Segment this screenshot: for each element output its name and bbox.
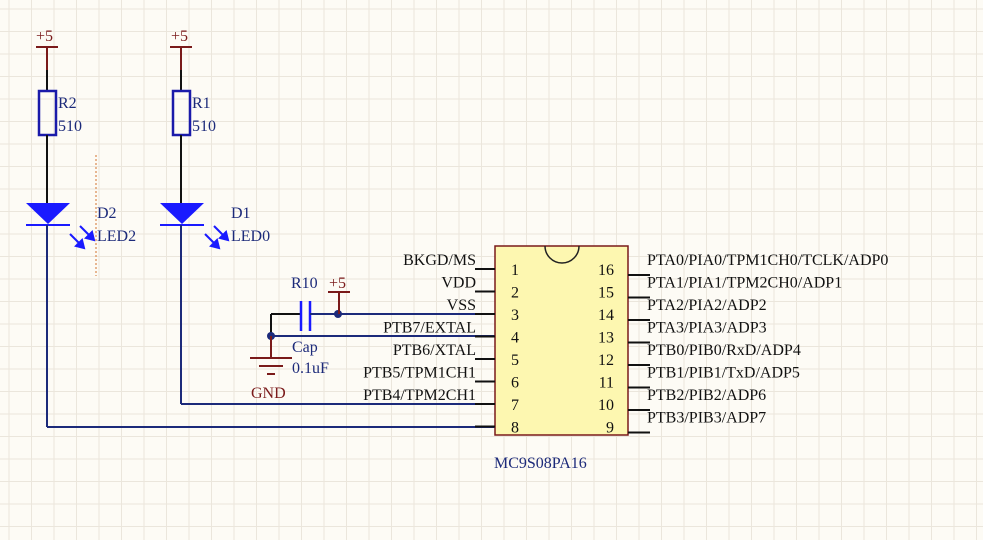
pin-7[interactable]: 7 PTB4/TPM2CH1: [363, 387, 519, 414]
power-label: +5: [329, 275, 346, 292]
light-arrows-icon: [69, 225, 96, 250]
pin-number: 6: [511, 375, 519, 392]
led-ref: D1: [231, 205, 251, 222]
pin-name: PTB3/PIB3/ADP7: [647, 410, 766, 427]
resistor-body: [37, 89, 58, 137]
pin-name: BKGD/MS: [403, 252, 476, 269]
pin-name: PTB0/PIB0/RxD/ADP4: [647, 342, 801, 359]
pin-number: 5: [511, 352, 519, 369]
pin-name: VSS: [447, 297, 476, 314]
resistor-r1[interactable]: R1 510: [171, 89, 216, 137]
power-label: +5: [171, 28, 188, 45]
pin-number: 3: [511, 307, 519, 324]
cap-value: 0.1uF: [292, 360, 329, 377]
pin-number: 7: [511, 397, 519, 414]
pin-9[interactable]: 9 PTB3/PIB3/ADP7: [606, 410, 766, 437]
resistor-value: 510: [58, 118, 82, 135]
resistor-r2[interactable]: R2 510: [37, 89, 82, 137]
light-arrows-icon: [204, 225, 230, 250]
resistor-body: [171, 89, 192, 137]
pin-1[interactable]: 1 BKGD/MS: [403, 252, 519, 279]
diode-triangle: [160, 203, 204, 224]
pin-5[interactable]: 5 PTB6/XTAL: [393, 342, 519, 369]
pin-13[interactable]: 13 PTA3/PIA3/ADP3: [598, 320, 767, 347]
pin-number: 4: [511, 330, 519, 347]
power-port-r1[interactable]: +5: [170, 28, 192, 70]
pin-number: 13: [598, 330, 614, 347]
pin-10[interactable]: 10 PTB2/PIB2/ADP6: [598, 387, 766, 414]
pin-14[interactable]: 14 PTA2/PIA2/ADP2: [598, 297, 767, 324]
pin-4[interactable]: 4 PTB7/EXTAL: [383, 320, 519, 347]
pin-16[interactable]: 16 PTA0/PIA0/TPM1CH0/TCLK/ADP0: [598, 252, 888, 279]
pin-15[interactable]: 15 PTA1/PIA1/TPM2CH0/ADP1: [598, 275, 842, 302]
led-value: LED2: [97, 228, 136, 245]
led-d2[interactable]: D2 LED2: [26, 203, 136, 250]
led-value: LED0: [231, 228, 270, 245]
pin-3[interactable]: 3 VSS: [447, 297, 519, 324]
led-ref: D2: [97, 205, 117, 222]
pin-6[interactable]: 6 PTB5/TPM1CH1: [363, 365, 519, 392]
pin-number: 10: [598, 397, 614, 414]
resistor-value: 510: [192, 118, 216, 135]
led-d1[interactable]: D1 LED0: [160, 203, 270, 250]
pin-name: PTB7/EXTAL: [383, 320, 476, 337]
pin-2[interactable]: 2 VDD: [441, 275, 519, 302]
power-port-r2[interactable]: +5: [36, 28, 58, 70]
pin-name: VDD: [441, 275, 476, 292]
pin-number: 15: [598, 285, 614, 302]
pin-8[interactable]: 8: [475, 420, 519, 437]
pin-name: PTB1/PIB1/TxD/ADP5: [647, 365, 800, 382]
pin-name: PTA2/PIA2/ADP2: [647, 297, 767, 314]
pin-number: 16: [598, 262, 614, 279]
pin-12[interactable]: 12 PTB0/PIB0/RxD/ADP4: [598, 342, 801, 369]
pin-name: PTA3/PIA3/ADP3: [647, 320, 767, 337]
ic-notch: [544, 245, 580, 264]
diode-triangle: [26, 203, 70, 224]
capacitor-r10[interactable]: R10 Cap 0.1uF: [271, 275, 329, 377]
pin-name: PTB6/XTAL: [393, 342, 476, 359]
ic-mc9s08pa16[interactable]: 1BKGD/MS2VDD3VSS4PTB7/EXTAL5PTB6/XTAL6PT…: [363, 245, 888, 472]
pin-number: 11: [599, 375, 614, 392]
resistor-ref: R1: [192, 95, 211, 112]
ground-port[interactable]: GND: [250, 336, 292, 402]
pin-11[interactable]: 11 PTB1/PIB1/TxD/ADP5: [599, 365, 800, 392]
pin-name: PTB5/TPM1CH1: [363, 365, 476, 382]
pin-number: 9: [606, 420, 614, 437]
pin-number: 14: [598, 307, 614, 324]
pin-name: PTB2/PIB2/ADP6: [647, 387, 766, 404]
pin-number: 8: [511, 420, 519, 437]
power-label: +5: [36, 28, 53, 45]
right-pins: 16 PTA0/PIA0/TPM1CH0/TCLK/ADP0 15 PTA1/PIA1…: [598, 252, 888, 437]
pin-number: 1: [511, 262, 519, 279]
cap-type: Cap: [292, 339, 318, 356]
left-pins: 1BKGD/MS2VDD3VSS4PTB7/EXTAL5PTB6/XTAL6PT…: [363, 252, 519, 437]
pin-name: PTA0/PIA0/TPM1CH0/TCLK/ADP0: [647, 252, 888, 269]
pin-name: PTB4/TPM2CH1: [363, 387, 476, 404]
ic-part-name: MC9S08PA16: [494, 455, 587, 472]
ground-label: GND: [251, 385, 286, 402]
pin-number: 2: [511, 285, 519, 302]
cap-ref: R10: [291, 275, 318, 292]
pin-name: PTA1/PIA1/TPM2CH0/ADP1: [647, 275, 842, 292]
pin-number: 12: [598, 352, 614, 369]
resistor-ref: R2: [58, 95, 77, 112]
power-port-cap[interactable]: +5: [328, 275, 350, 314]
ic-body: [494, 245, 629, 436]
